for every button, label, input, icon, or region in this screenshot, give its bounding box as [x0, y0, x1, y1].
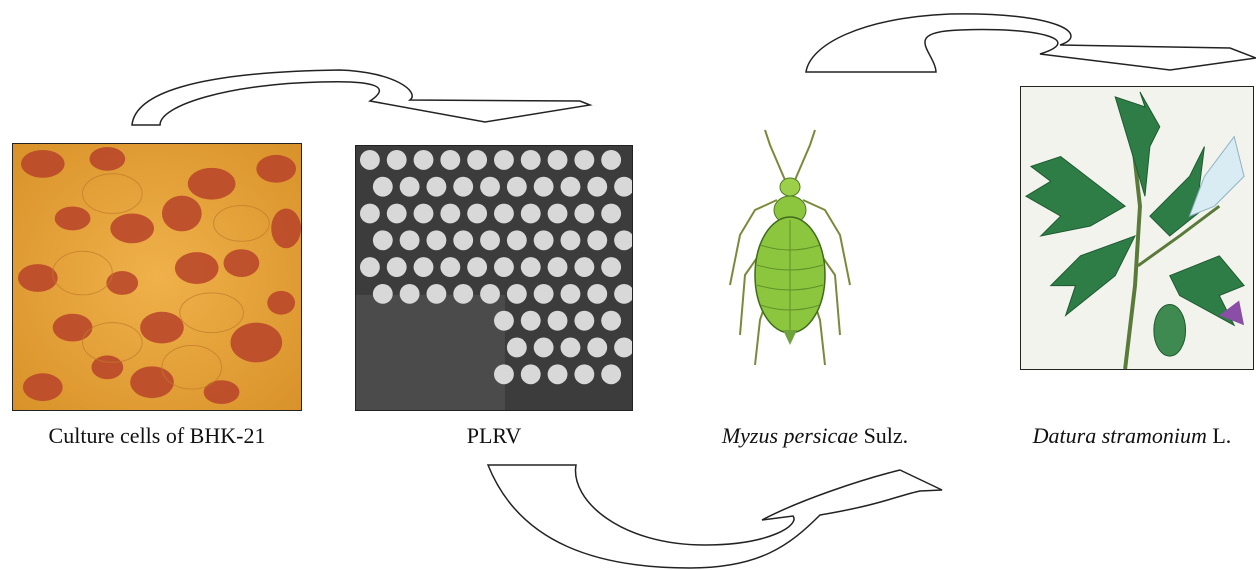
virus-particle [574, 364, 594, 384]
virus-particle [507, 284, 527, 304]
caption-plant: Datura stramonium L. [1010, 423, 1254, 449]
virus-particle [467, 257, 487, 277]
virus-particle [494, 364, 514, 384]
virus-particle [521, 150, 541, 170]
virus-particle [387, 257, 407, 277]
virus-particle [414, 150, 434, 170]
virus-particle [440, 150, 460, 170]
caption-insect-species: Myzus persicae [722, 423, 858, 448]
caption-plant-species: Datura stramonium [1033, 423, 1207, 448]
virus-particle [373, 284, 393, 304]
virus-particle [601, 311, 621, 331]
virus-particle [574, 204, 594, 224]
virus-particle [561, 230, 581, 250]
virus-particle [494, 311, 514, 331]
virus-particle [587, 338, 607, 358]
virus-particle [426, 230, 446, 250]
virus-particle [400, 230, 420, 250]
virus-particle [440, 204, 460, 224]
virus-particle [601, 150, 621, 170]
virus-particle [521, 204, 541, 224]
virus-particle [548, 257, 568, 277]
virus-particle [453, 230, 473, 250]
virus-particle [426, 177, 446, 197]
virus-particle [507, 338, 527, 358]
caption-cells: Culture cells of BHK-21 [12, 423, 302, 449]
virus-particle [480, 230, 500, 250]
virus-particle [494, 204, 514, 224]
virus-particle [587, 230, 607, 250]
virus-particle [561, 177, 581, 197]
virus-particle [480, 284, 500, 304]
datura-plant-illustration [1020, 86, 1254, 370]
virus-particle [373, 177, 393, 197]
virus-particle [561, 284, 581, 304]
virus-particle [387, 204, 407, 224]
virus-particle [467, 150, 487, 170]
virus-particle [360, 150, 380, 170]
virus-particle [494, 150, 514, 170]
virus-particle [534, 338, 554, 358]
virus-particle [360, 204, 380, 224]
virus-particle [453, 284, 473, 304]
virus-particle [548, 150, 568, 170]
virus-micrograph-image [355, 145, 633, 411]
aphid-illustration [715, 125, 865, 375]
virus-particle [467, 204, 487, 224]
virus-particle [548, 204, 568, 224]
virus-particle [534, 230, 554, 250]
caption-virus: PLRV [355, 423, 633, 449]
curved-arrow-top-left [132, 70, 590, 125]
virus-particle [574, 257, 594, 277]
virus-particle [507, 230, 527, 250]
virus-particle [548, 311, 568, 331]
virus-particle [426, 284, 446, 304]
caption-plant-author: L. [1207, 423, 1231, 448]
cell-culture-image [12, 143, 302, 411]
virus-particle [414, 257, 434, 277]
virus-particle [601, 204, 621, 224]
caption-insect: Myzus persicae Sulz. [680, 423, 950, 449]
virus-particle [587, 284, 607, 304]
virus-particle [521, 311, 541, 331]
virus-particle [480, 177, 500, 197]
virus-particle [587, 177, 607, 197]
virus-particle [574, 311, 594, 331]
virus-particle [400, 177, 420, 197]
virus-particle [534, 284, 554, 304]
virus-particle [507, 177, 527, 197]
virus-particle [601, 364, 621, 384]
curved-arrow-top-right [806, 14, 1256, 72]
virus-particle [561, 338, 581, 358]
virus-particle [534, 177, 554, 197]
curved-arrow-bottom [488, 465, 942, 568]
virus-particle [521, 364, 541, 384]
virus-particle [387, 150, 407, 170]
virus-particle [373, 230, 393, 250]
virus-particle [414, 204, 434, 224]
virus-particle [601, 257, 621, 277]
caption-insect-author: Sulz. [858, 423, 908, 448]
virus-particle [360, 257, 380, 277]
virus-particle [453, 177, 473, 197]
virus-particle [494, 257, 514, 277]
virus-particle [440, 257, 460, 277]
virus-particle [400, 284, 420, 304]
virus-particle [548, 364, 568, 384]
virus-particle [521, 257, 541, 277]
virus-particle [574, 150, 594, 170]
